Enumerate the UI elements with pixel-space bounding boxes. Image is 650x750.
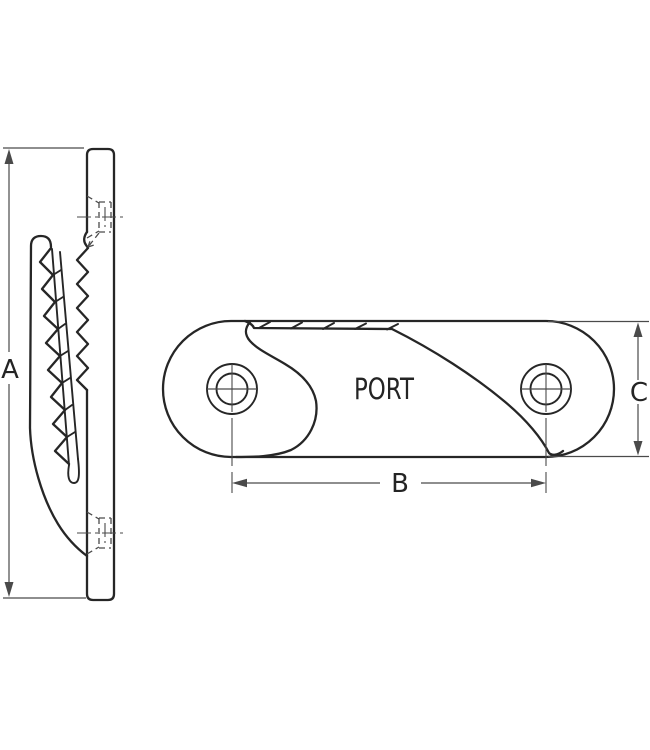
jaw-tip-round (67, 458, 80, 484)
side-view: A (1, 147, 123, 602)
jaw-outline (28, 234, 89, 558)
plate-serrated-edge (75, 230, 90, 392)
dimension-c: C (548, 320, 649, 458)
base-plate-side (85, 147, 116, 602)
plan-view: PORT B C (161, 319, 649, 499)
port-engraving: PORT (354, 372, 414, 406)
dim-c-arrow-down (633, 441, 643, 456)
mounting-hole-left (206, 363, 258, 493)
dimension-a: A (1, 147, 86, 599)
dim-a-arrow-up (4, 149, 14, 164)
channel-left-curve (234, 320, 318, 459)
hidden-hole-bottom (77, 511, 123, 555)
dim-a-label: A (1, 355, 19, 385)
teeth-hatch-marks (258, 321, 399, 331)
hidden-hole-top (77, 195, 123, 248)
mounting-hole-right (520, 363, 572, 493)
dimension-b: B (232, 469, 546, 499)
dim-c-arrow-up (633, 322, 643, 337)
dim-a-arrow-down (4, 582, 14, 597)
jaw-groove-rail-right (59, 251, 79, 460)
jaw-teeth-rungs (52, 269, 76, 438)
dim-b-arrow-right (531, 478, 546, 488)
channel-top-edge-and-right-curve (243, 319, 565, 456)
dim-b-arrow-left (232, 478, 247, 488)
dim-c-label: C (630, 378, 648, 408)
dim-b-label: B (391, 469, 409, 499)
